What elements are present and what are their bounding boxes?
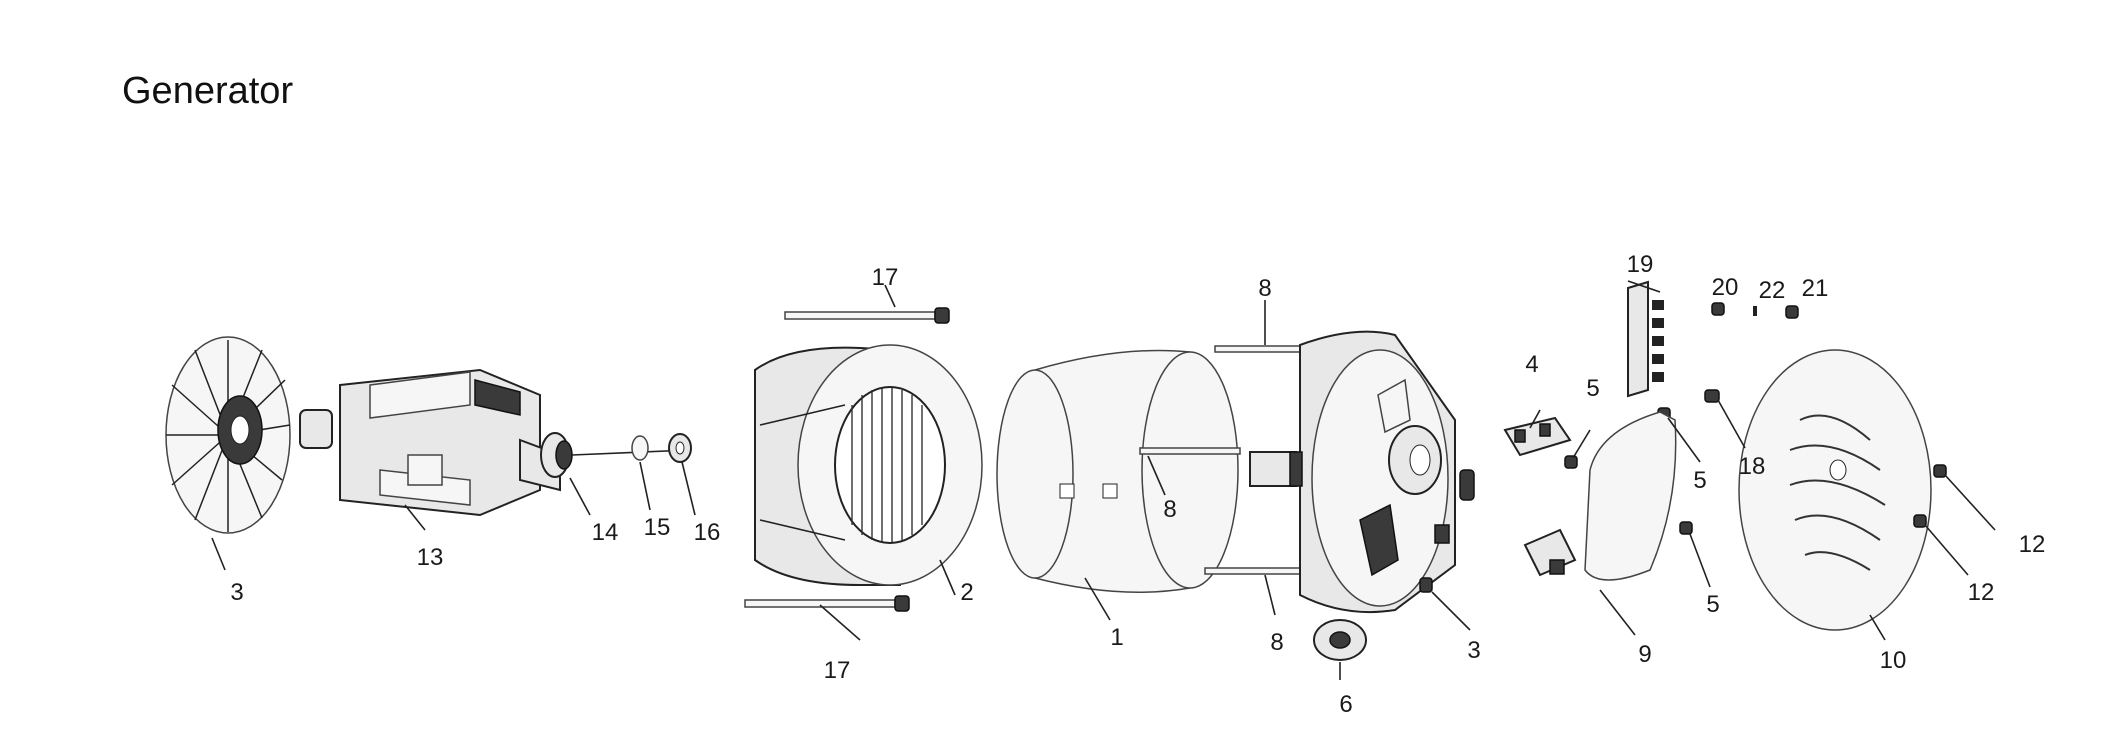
screw-12b	[1913, 514, 1927, 528]
stud-lower	[1204, 567, 1306, 575]
diagram-title: Generator	[122, 70, 294, 112]
rear-cover-part	[1523, 411, 1677, 581]
stator-part	[754, 344, 983, 586]
rotor-part	[299, 368, 561, 517]
leader-lines	[211, 280, 1996, 680]
label-5-a: 5	[1586, 375, 1599, 402]
label-4-brush: 4	[1525, 351, 1538, 378]
rectifier-part	[1627, 280, 1664, 398]
label-10-grille: 10	[1880, 647, 1907, 674]
mount-foot-part	[1313, 619, 1367, 661]
fan-part	[165, 336, 291, 534]
bearing-part	[540, 432, 573, 478]
nut-part	[668, 433, 692, 463]
label-20: 20	[1712, 274, 1739, 301]
label-3-bolt: 3	[1467, 637, 1480, 664]
label-8-upper: 8	[1258, 275, 1271, 302]
end-bracket-part	[1249, 330, 1475, 614]
cover-band-part	[996, 349, 1239, 593]
small-bolt-part	[1419, 577, 1433, 593]
label-15-washer: 15	[644, 514, 671, 541]
label-1-cover: 1	[1110, 624, 1123, 651]
label-22: 22	[1759, 277, 1786, 304]
label-21: 21	[1802, 275, 1829, 302]
nut-21-part	[1785, 305, 1799, 319]
label-8-lower: 8	[1270, 629, 1283, 656]
screw-12a	[1933, 464, 1947, 478]
part-labels: 3 13 14 15 16 17 17 2 1 8 8 8 6 3 4 5 5 …	[230, 251, 2045, 718]
label-2-stator: 2	[960, 579, 973, 606]
label-12-b: 12	[1968, 579, 1995, 606]
through-bolt-lower	[744, 595, 910, 612]
label-13-rotor: 13	[417, 544, 444, 571]
screw-20-part	[1711, 302, 1725, 316]
grille-part	[1738, 349, 1932, 631]
label-17-upper: 17	[872, 264, 899, 291]
washer-part	[631, 435, 649, 461]
label-14-bearing: 14	[592, 519, 619, 546]
brush-holder-part	[1503, 416, 1572, 457]
label-17-lower: 17	[824, 657, 851, 684]
pin-22-part	[1753, 306, 1757, 316]
label-6-foot: 6	[1339, 691, 1352, 718]
label-8-middle: 8	[1163, 496, 1176, 523]
label-9-cover: 9	[1638, 641, 1651, 668]
label-12-a: 12	[2019, 531, 2046, 558]
screw-18-part	[1704, 389, 1720, 403]
label-3-fan: 3	[230, 579, 243, 606]
label-5-c: 5	[1706, 591, 1719, 618]
label-19-rectifier: 19	[1627, 251, 1654, 278]
screw-5c	[1679, 521, 1693, 535]
through-bolt-upper	[784, 307, 950, 324]
label-16-nut: 16	[694, 519, 721, 546]
label-18: 18	[1739, 453, 1766, 480]
screw-5a	[1564, 455, 1578, 469]
label-5-b: 5	[1693, 467, 1706, 494]
stud-middle	[1139, 447, 1241, 455]
